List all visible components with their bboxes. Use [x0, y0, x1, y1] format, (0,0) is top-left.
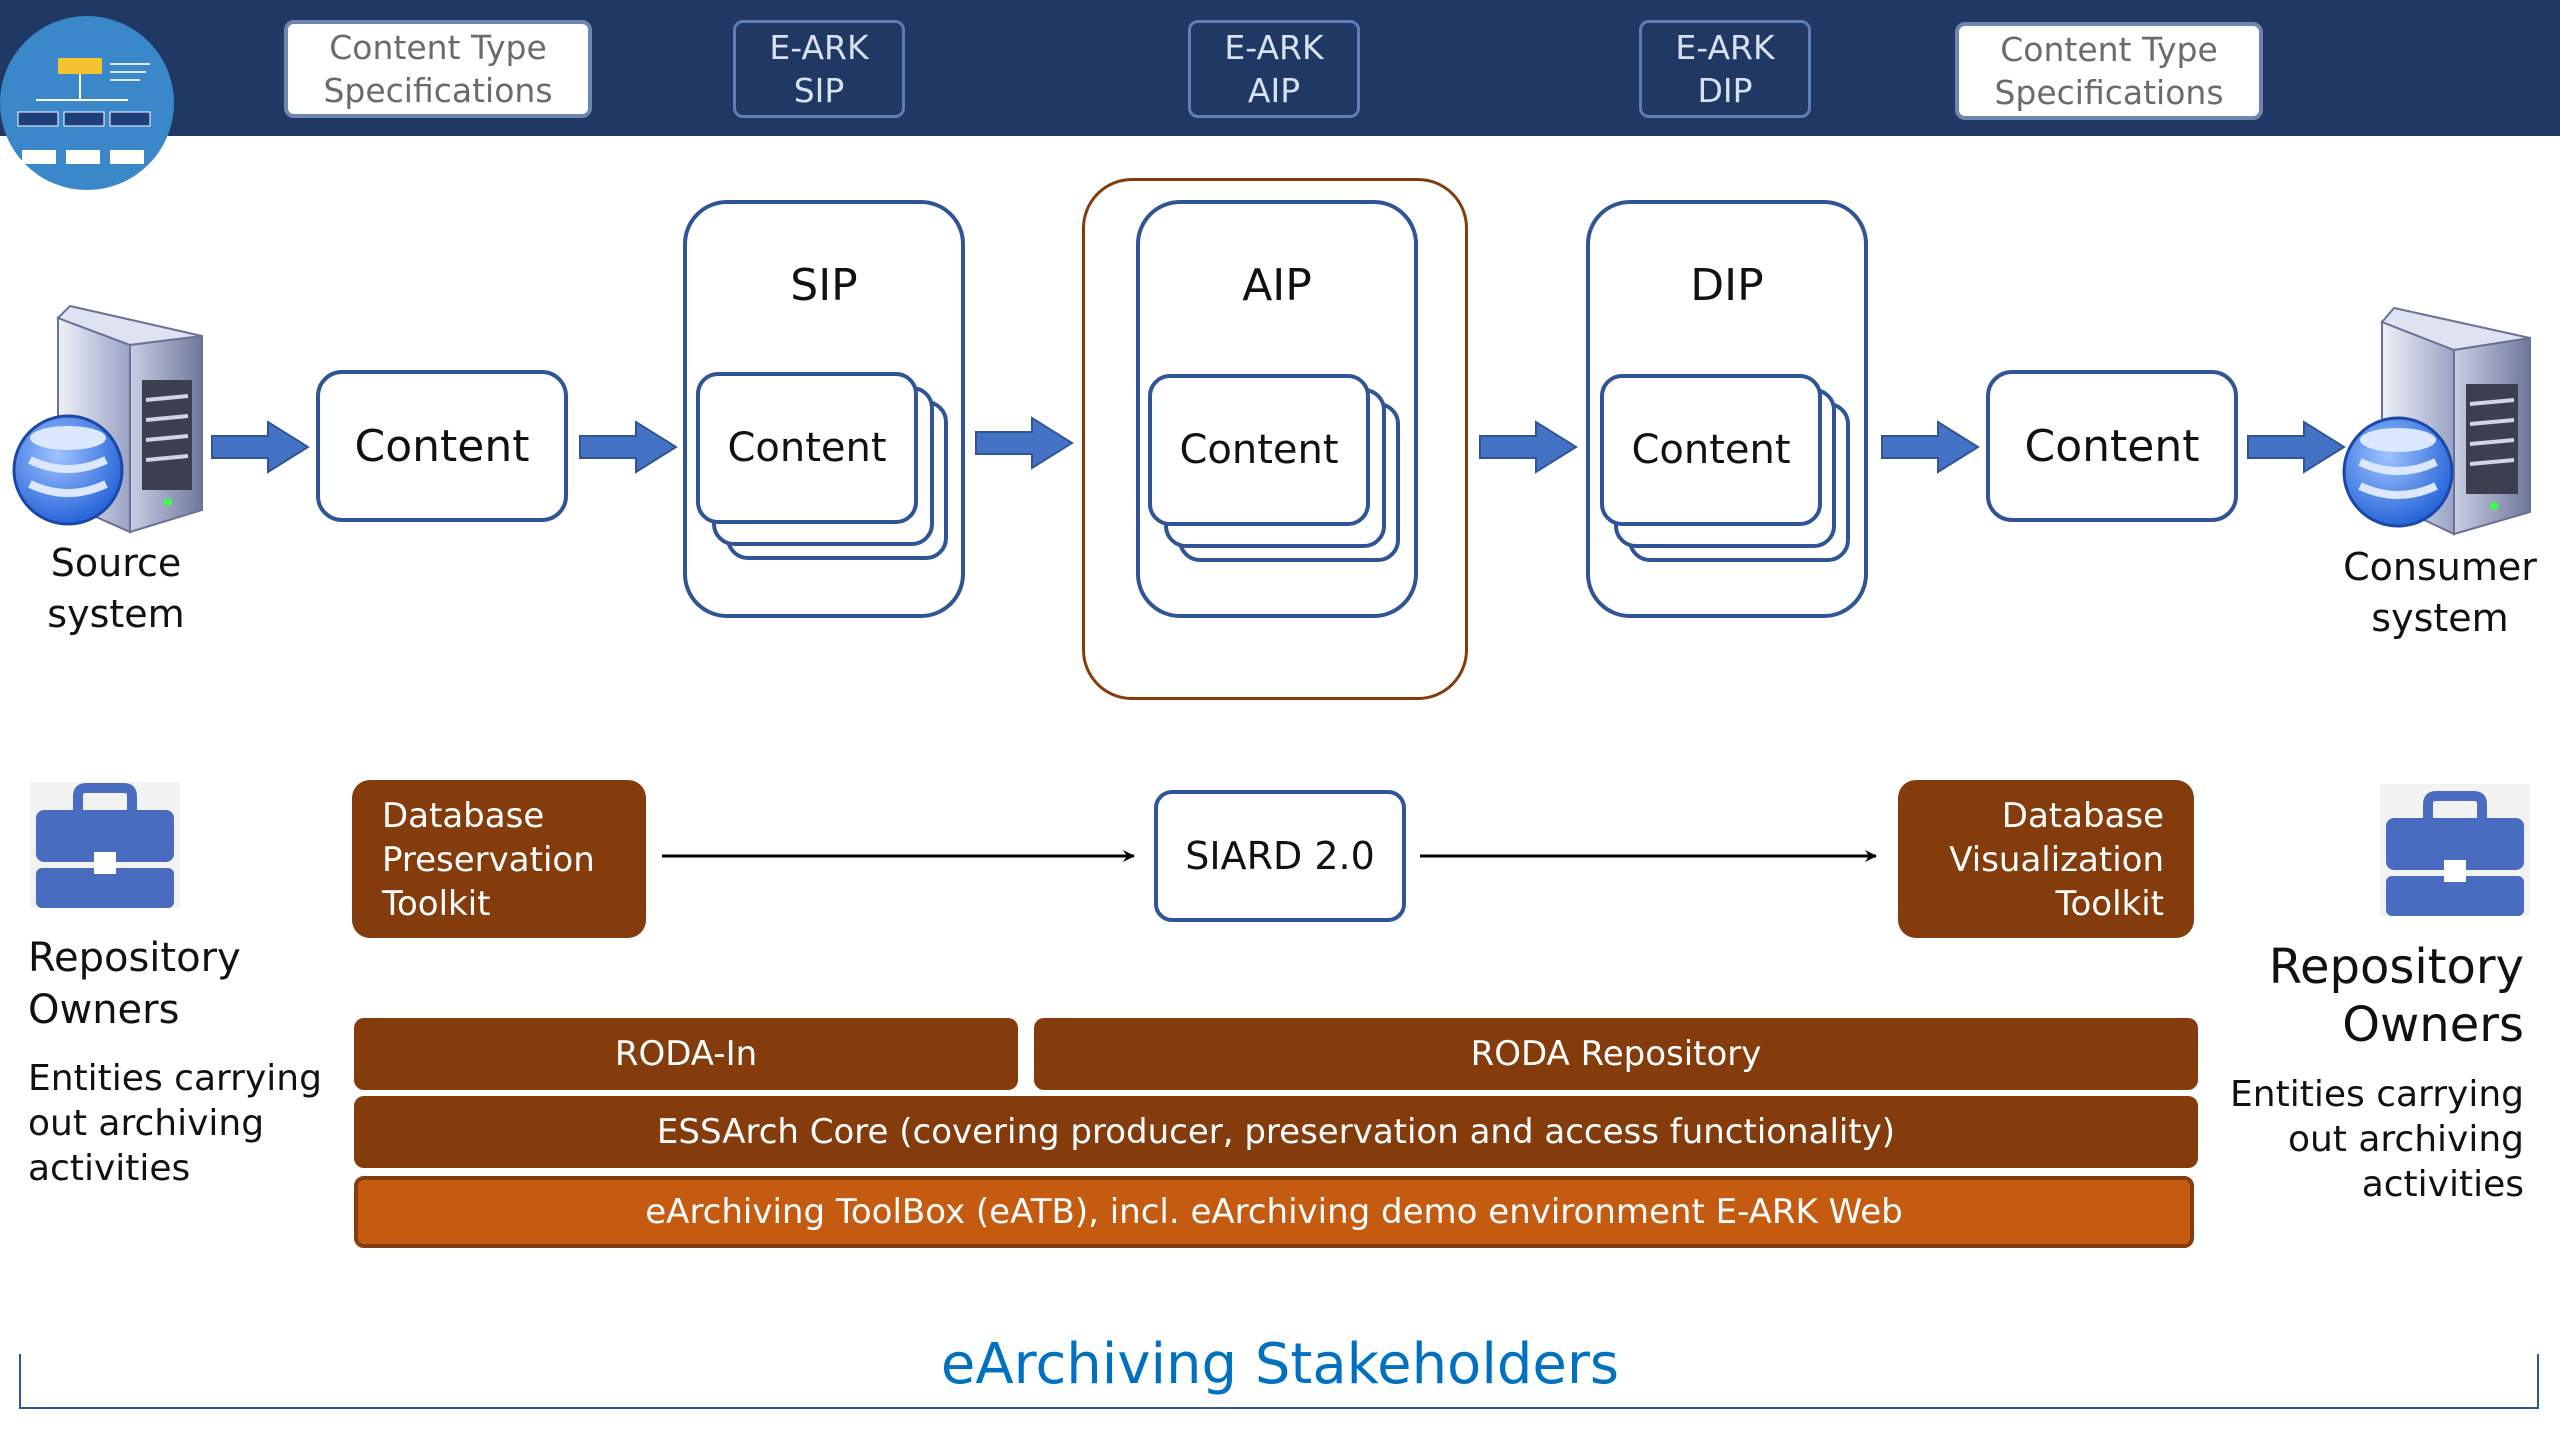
desc-line-1: Entities carrying [28, 1058, 322, 1099]
e-ark-sip-spec[interactable]: E-ARK SIP [733, 20, 905, 118]
flow-arrow-icon [1479, 420, 1578, 474]
bar-label: RODA-In [614, 1034, 758, 1074]
title-line-2: Owners [28, 987, 180, 1033]
briefcase-icon-left [30, 782, 180, 908]
spec-line-2: DIP [1697, 71, 1753, 110]
e-ark-dip-spec[interactable]: E-ARK DIP [1639, 20, 1811, 118]
flow-arrow-icon [1881, 420, 1980, 474]
earchiving-logo-badge [0, 16, 174, 190]
spec-line-1: E-ARK [1675, 28, 1775, 67]
sip-title: SIP [790, 260, 858, 311]
flow-arrow-icon [579, 420, 678, 474]
desc-line-2: out archiving [2287, 1119, 2524, 1160]
consumer-system-label: Consumer system [2332, 542, 2548, 644]
label-line-1: Consumer [2343, 545, 2537, 589]
hierarchy-diagram-icon [17, 58, 151, 164]
content-label: Content [727, 425, 887, 471]
siard-label: SIARD 2.0 [1185, 834, 1375, 878]
spec-line-1: Content Type [329, 28, 547, 67]
content-box-source[interactable]: Content [316, 370, 568, 522]
tool-line-2: Preservation [382, 840, 595, 880]
spec-line-2: Specifications [323, 71, 553, 110]
flow-arrow-icon [2247, 420, 2346, 474]
bar-label: RODA Repository [1470, 1034, 1762, 1074]
spec-line-1: E-ARK [1224, 28, 1324, 67]
content-label: Content [354, 420, 530, 472]
bar-label: ESSArch Core (covering producer, preserv… [656, 1112, 1896, 1152]
roda-repository-bar[interactable]: RODA Repository [1034, 1018, 2198, 1090]
dip-title: DIP [1690, 260, 1764, 311]
sip-content-box[interactable]: Content [696, 372, 918, 524]
content-box-consumer[interactable]: Content [1986, 370, 2238, 522]
desc-line-1: Entities carrying [2230, 1074, 2524, 1115]
content-label: Content [2024, 420, 2200, 472]
source-system-label: Source system [20, 538, 212, 640]
bar-label: eArchiving ToolBox (eATB), incl. eArchiv… [645, 1192, 1903, 1232]
content-label: Content [1631, 427, 1791, 473]
spec-line-2: AIP [1247, 71, 1301, 110]
footer-bracket [19, 1354, 2539, 1409]
aip-title: AIP [1242, 260, 1312, 311]
tool-line-1: Database [382, 796, 545, 836]
title-line-1: Repository [28, 935, 241, 981]
flow-arrow-icon [211, 420, 310, 474]
footer-title: eArchiving Stakeholders [940, 1332, 1620, 1397]
label-line-1: Source [50, 541, 182, 585]
tool-line-3: Toolkit [382, 884, 491, 924]
database-visualization-toolkit[interactable]: Database Visualization Toolkit [1898, 780, 2194, 938]
desc-line-3: activities [28, 1148, 191, 1189]
spec-line-2: SIP [793, 71, 845, 110]
aip-preservation-frame [1082, 178, 1468, 700]
desc-line-2: out archiving [28, 1103, 265, 1144]
briefcase-icon-right [2380, 784, 2530, 916]
e-ark-aip-spec[interactable]: E-ARK AIP [1188, 20, 1360, 118]
spec-line-1: E-ARK [769, 28, 869, 67]
consumer-database-icon [2342, 416, 2454, 528]
earchiving-toolbox-bar[interactable]: eArchiving ToolBox (eATB), incl. eArchiv… [354, 1176, 2194, 1248]
repository-owners-title-right: Repository Owners [2220, 938, 2524, 1054]
database-preservation-toolkit[interactable]: Database Preservation Toolkit [352, 780, 646, 938]
desc-line-3: activities [2361, 1164, 2524, 1205]
content-type-spec-right[interactable]: Content Type Specifications [1955, 22, 2263, 120]
tool-line-2: Visualization [1949, 840, 2164, 880]
aip-content-box[interactable]: Content [1148, 374, 1370, 526]
content-label: Content [1179, 427, 1339, 473]
title-line-1: Repository [2268, 939, 2524, 995]
label-line-2: system [47, 592, 185, 636]
dip-content-box[interactable]: Content [1600, 374, 1822, 526]
tool-line-1: Database [2001, 796, 2164, 836]
repository-owners-title-left: Repository Owners [28, 932, 288, 1036]
flow-arrow-icon [975, 416, 1074, 470]
source-database-icon [12, 414, 124, 526]
spec-line-1: Content Type [2000, 30, 2218, 69]
content-type-spec-left[interactable]: Content Type Specifications [284, 20, 592, 118]
tool-line-3: Toolkit [2055, 884, 2164, 924]
label-line-2: system [2371, 596, 2509, 640]
spec-line-2: Specifications [1994, 73, 2224, 112]
essarch-core-bar[interactable]: ESSArch Core (covering producer, preserv… [354, 1096, 2198, 1168]
repository-owners-desc-right: Entities carrying out archiving activiti… [2200, 1072, 2524, 1207]
repository-owners-desc-left: Entities carrying out archiving activiti… [28, 1056, 328, 1191]
siard-format-box[interactable]: SIARD 2.0 [1154, 790, 1406, 922]
title-line-2: Owners [2342, 997, 2524, 1053]
roda-in-bar[interactable]: RODA-In [354, 1018, 1018, 1090]
